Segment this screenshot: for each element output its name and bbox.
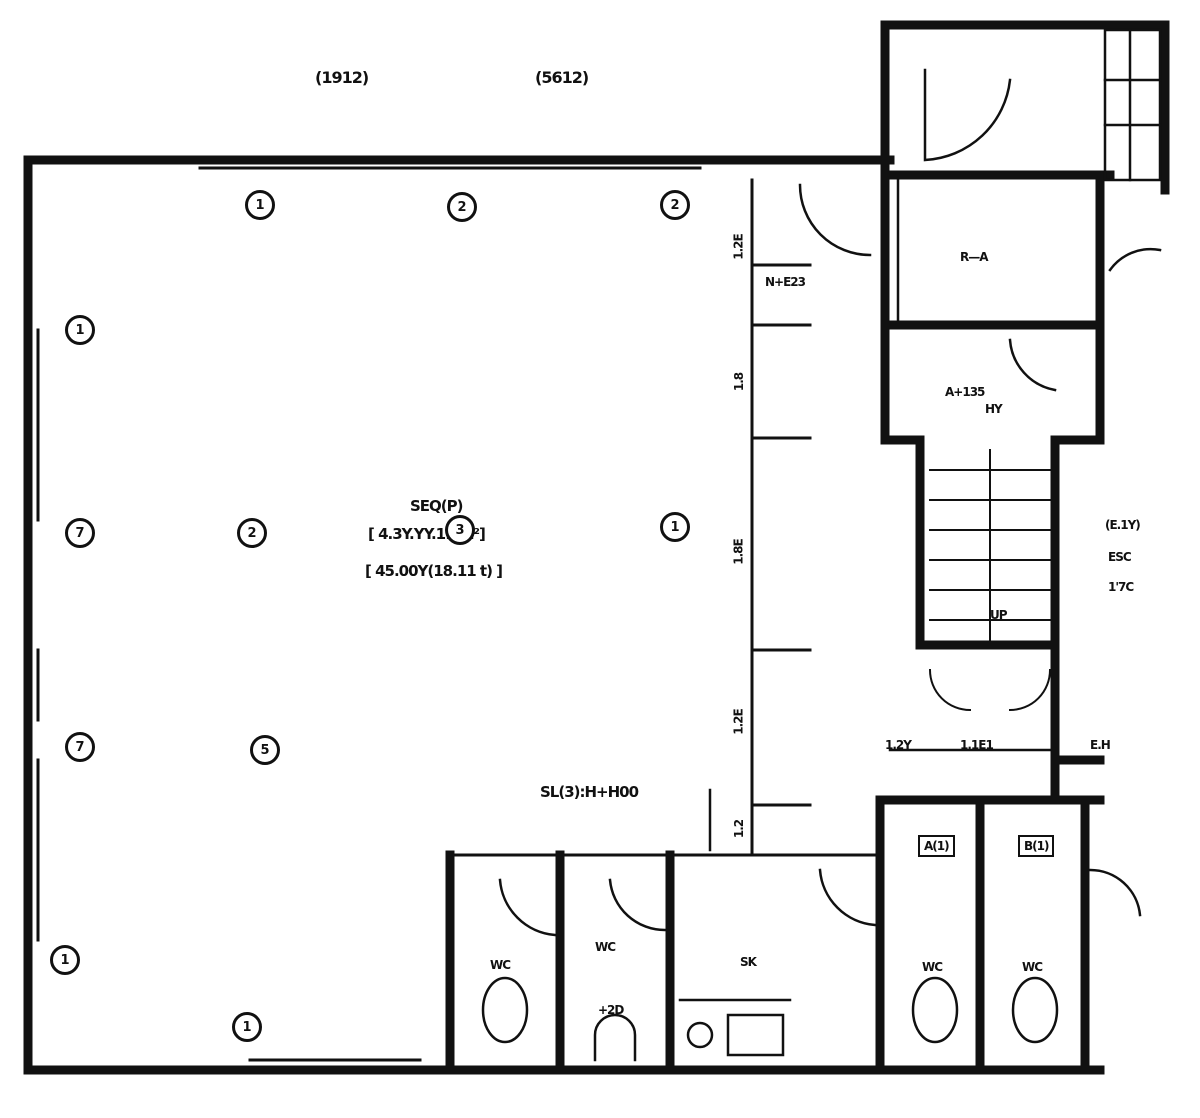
sink-area-label: SK: [740, 955, 757, 969]
bottom-dim-2: 1.1E1: [960, 738, 994, 752]
wc-label-left-2: WC: [595, 940, 616, 954]
bottom-dim-1: 1.2Y: [885, 738, 912, 752]
equipment-symbol: 1: [245, 190, 275, 220]
main-room-name: SEQ(P): [410, 497, 464, 515]
side-dim-1: 1.2E: [731, 234, 746, 260]
equipment-symbol: 7: [65, 518, 95, 548]
equipment-symbol: 1: [50, 945, 80, 975]
toilet-details: [481, 748, 1142, 1062]
side-dim-2: 1.8: [732, 372, 747, 392]
stair-label: UP: [990, 608, 1008, 622]
wc-label-left-3: +2D: [598, 1003, 624, 1017]
stair: [928, 449, 1052, 712]
toilet-sign-b: B(1): [1018, 835, 1055, 857]
wc-label-left-1: WC: [490, 958, 511, 972]
equipment-symbol: 2: [660, 190, 690, 220]
room-label-right-mid: A+135: [945, 385, 985, 399]
annex-details: [798, 28, 1162, 392]
room-label-corridor: N+E23: [765, 275, 806, 289]
right-note-2: ESC: [1108, 550, 1132, 564]
dimension-label-top-2: (5612): [535, 68, 589, 87]
side-dim-3: 1.8E: [731, 539, 746, 565]
equipment-symbol: 1: [65, 315, 95, 345]
toilet-sign-a: A(1): [918, 835, 955, 857]
wc-label-right-2: WC: [1022, 960, 1043, 974]
bottom-dim-3: E.H: [1090, 738, 1111, 752]
wall-height-note: SL(3):H+H00: [540, 783, 639, 801]
equipment-symbol: 5: [250, 735, 280, 765]
equipment-symbol: 1: [232, 1012, 262, 1042]
corridor-wall: [448, 178, 882, 857]
room-label-right-mid-sub: HY: [985, 402, 1003, 416]
dimension-label-top-1: (1912): [315, 68, 369, 87]
annex-walls: [880, 20, 1170, 805]
outer-wall: [23, 155, 895, 1075]
equipment-symbol: 3: [445, 515, 475, 545]
room-label-right-top: R—A: [960, 250, 989, 264]
equipment-symbol: 2: [447, 192, 477, 222]
side-dim-5: 1.2: [732, 819, 747, 839]
window-left: [36, 166, 702, 1062]
main-room-area-2: [ 45.00Y(18.11 t) ]: [365, 562, 503, 580]
equipment-symbol: 7: [65, 732, 95, 762]
wc-label-right-1: WC: [922, 960, 943, 974]
side-dim-4: 1.2E: [731, 709, 746, 735]
right-note-3: 1'7C: [1108, 580, 1134, 594]
equipment-symbol: 1: [660, 512, 690, 542]
equipment-symbol: 2: [237, 518, 267, 548]
right-note-1: (E.1Y): [1105, 518, 1141, 532]
toilet-walls: [445, 755, 1105, 1075]
